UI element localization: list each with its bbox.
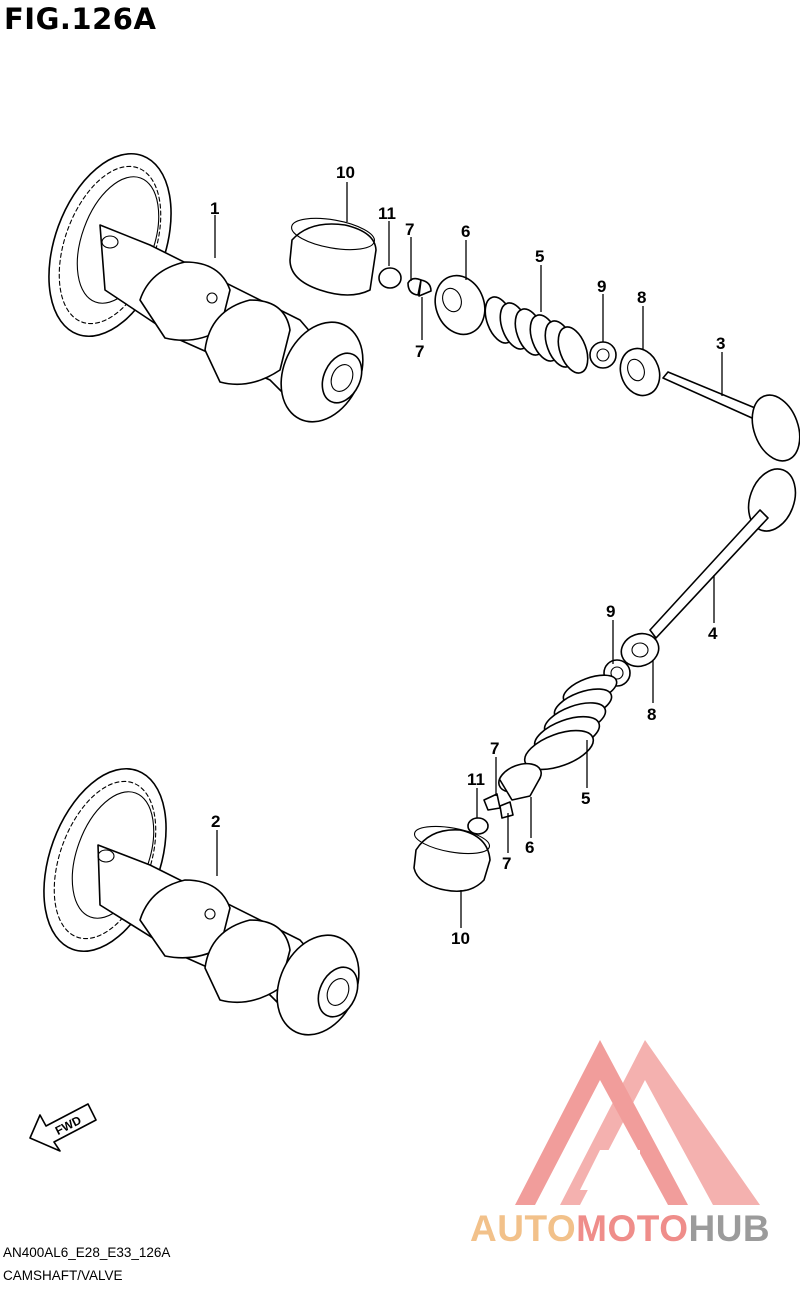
tappet-upper: [289, 217, 377, 296]
callout-5-lower: 5: [581, 789, 590, 808]
callout-11-upper: 11: [378, 204, 396, 223]
figure-caption: CAMSHAFT/VALVE: [3, 1268, 123, 1283]
valve-exhaust: [662, 371, 800, 462]
callout-8-lower: 8: [647, 705, 656, 724]
spring-seat-upper: [619, 347, 661, 397]
valve-intake: [649, 468, 797, 639]
tappet-lower: [413, 825, 491, 893]
spring-retainer-upper: [434, 274, 486, 336]
camshaft-lower: [43, 767, 360, 1036]
valve-spring-upper: [484, 296, 589, 374]
cotter-upper-b: [418, 279, 432, 297]
spring-retainer-lower: [498, 762, 542, 801]
callout-5-upper: 5: [535, 247, 544, 266]
fwd-arrow-icon: FWD: [29, 1103, 97, 1152]
callout-7-lower-b: 7: [502, 854, 511, 873]
figure-title: FIG.126A: [4, 2, 157, 36]
callout-11-lower: 11: [467, 770, 485, 789]
shim-upper: [378, 267, 402, 289]
leader-lines: [214, 182, 723, 928]
callout-7-lower-a: 7: [490, 739, 499, 758]
callout-9-lower: 9: [606, 602, 615, 621]
callout-3: 3: [716, 334, 725, 353]
callout-10-lower: 10: [451, 929, 470, 948]
callout-4: 4: [708, 624, 718, 643]
valve-spring-lower: [523, 674, 618, 771]
spring-seat-lower: [620, 632, 660, 668]
cotter-lower-a: [483, 793, 501, 811]
watermark-logo: [515, 1040, 760, 1205]
valve-stem-seal-upper: [589, 341, 617, 369]
cotter-lower-b: [499, 801, 514, 819]
callout-6-lower: 6: [525, 838, 534, 857]
callout-9-upper: 9: [597, 277, 606, 296]
shim-lower: [467, 817, 489, 835]
callout-numbers: 1 10 11 7 7 6 5 9 8 3 4 9 8 5 7 11 7 6 2…: [210, 163, 725, 948]
watermark-text: AUTOMOTOHUB: [470, 1208, 770, 1250]
callout-7-upper-a: 7: [405, 220, 414, 239]
watermark-auto: AUTO: [470, 1208, 577, 1249]
callout-2: 2: [211, 812, 220, 831]
watermark-moto: MOTO: [576, 1208, 689, 1249]
callout-8-upper: 8: [637, 288, 646, 307]
watermark-hub: HUB: [688, 1208, 771, 1249]
callout-1: 1: [210, 199, 219, 218]
callout-6-upper: 6: [461, 222, 470, 241]
callout-7-upper-b: 7: [415, 342, 424, 361]
camshaft-upper: [48, 152, 364, 423]
callout-10-upper: 10: [336, 163, 355, 182]
reference-code: AN400AL6_E28_E33_126A: [3, 1245, 171, 1260]
